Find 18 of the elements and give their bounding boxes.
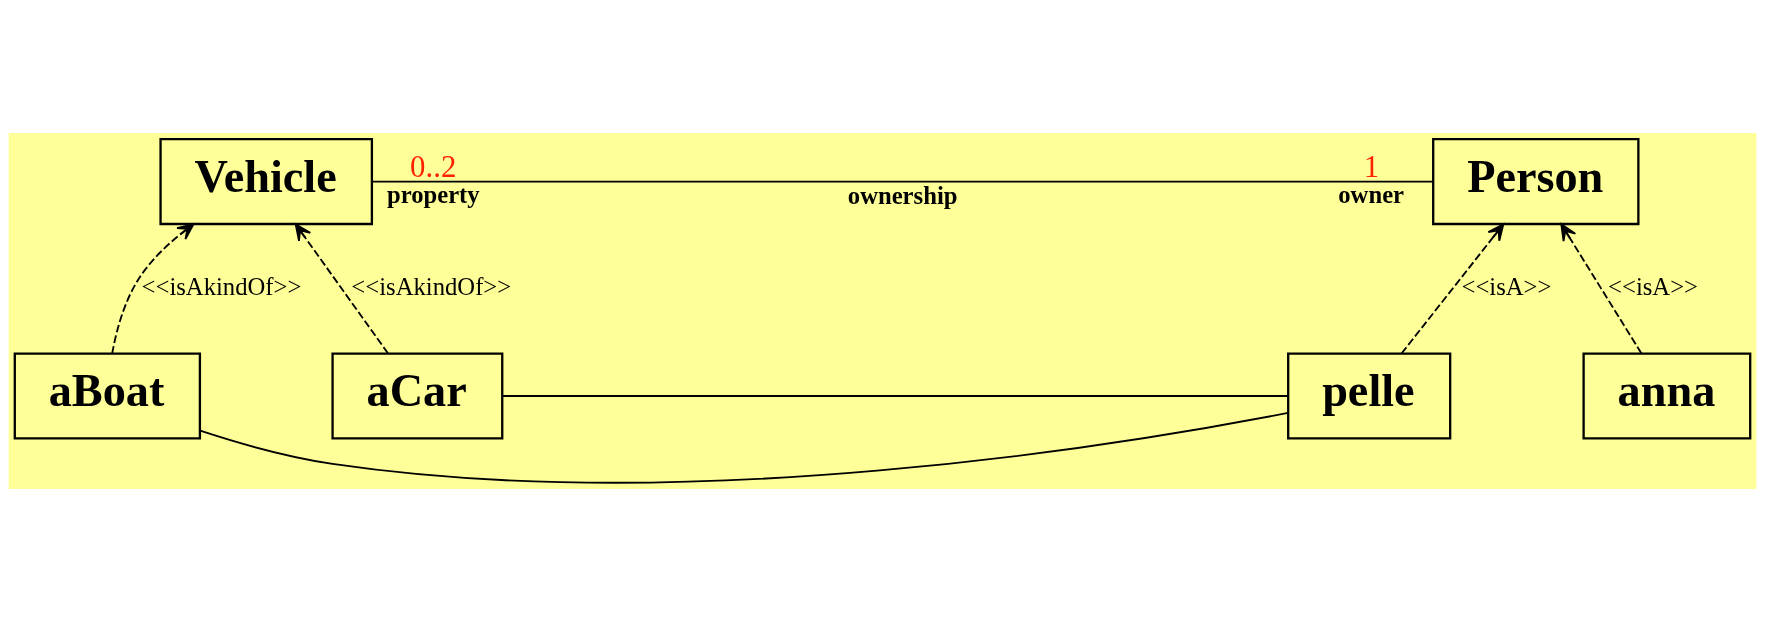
arrow [1560,223,1643,355]
edge-label: ownership [847,182,958,210]
node-box: aCar [331,352,504,440]
arrow [1400,223,1505,355]
edge-label: <<isAkindOf>> [141,272,302,300]
node-box: pelle [1287,352,1452,440]
edge-label: <<isA>> [1608,272,1698,300]
node-box: Person [1432,138,1640,226]
node-box: Vehicle [159,138,374,226]
edge-label: <<isAkindOf>> [351,272,512,300]
connector [371,180,1435,183]
connector [501,395,1289,397]
connector [199,411,1289,484]
node-box: anna [1582,352,1752,440]
arrow [294,223,389,355]
edge-label: <<isA>> [1461,272,1552,300]
node-box: aBoat [13,352,202,440]
arrow [111,223,195,355]
